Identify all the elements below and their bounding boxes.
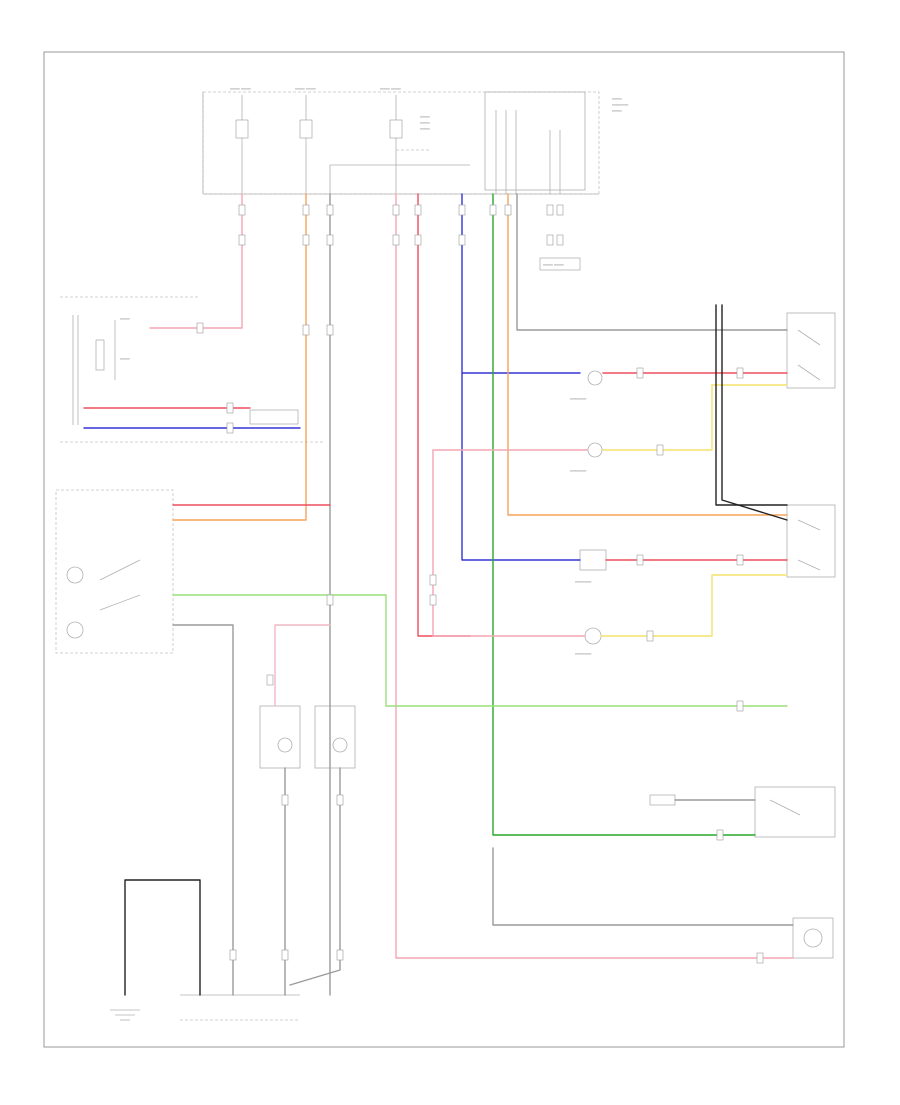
inline-connector-10 (458, 204, 466, 216)
inline-connector-29 (336, 949, 344, 961)
inline-connector-3 (302, 234, 310, 246)
wire-yellow-passenger-return (602, 384, 788, 451)
svg-text:═════: ═════ (574, 651, 592, 656)
wire-black-ground-passenger (715, 304, 788, 506)
inline-connector-36 (646, 630, 654, 642)
inline-connector-19 (226, 402, 234, 414)
svg-text:═══ ═══: ═══ ═══ (542, 262, 565, 267)
svg-text:═══: ═══ (419, 126, 431, 131)
inline-connector-5 (326, 234, 334, 246)
overhead-console (55, 489, 174, 654)
wire-orange-junction-drop (507, 193, 788, 516)
inline-connector-21 (302, 324, 310, 336)
svg-text:═══: ═══ (611, 96, 623, 101)
inline-connector-32 (636, 367, 644, 379)
inline-connector-26 (336, 794, 344, 806)
inline-connector-20 (226, 422, 234, 434)
inline-connector-11 (458, 234, 466, 246)
inline-connector-37 (656, 444, 664, 456)
inline-connector-16 (546, 234, 554, 246)
joint-connector (180, 994, 300, 1021)
passenger-door-switch (786, 312, 836, 389)
wire-gray-map-right-drop (289, 767, 341, 986)
inline-connector-17 (556, 234, 564, 246)
svg-text:═══ ═══: ═══ ═══ (379, 86, 402, 91)
wire-pink-fuse-to-cluster (149, 193, 243, 329)
map-lamp-left (259, 705, 301, 769)
inline-connector-35 (736, 554, 744, 566)
inline-connector-8 (414, 204, 422, 216)
svg-text:═══: ═══ (419, 120, 431, 125)
svg-text:═════: ═════ (569, 468, 587, 473)
inline-connector-12 (489, 204, 497, 216)
driver-room-lamp: ═════ (574, 627, 602, 656)
wire-harness (83, 193, 794, 996)
wire-pink-map-lamp-feed (274, 624, 331, 707)
inline-connector-34 (736, 367, 744, 379)
fuse-junction-box: ═══ ═══ ═══ ═══ ═══ ═══ ═══ ═════ ═══ ══… (202, 86, 629, 195)
inline-connector-33 (636, 554, 644, 566)
map-lamp-right (314, 705, 356, 769)
inline-connector-40 (756, 952, 764, 964)
inline-connector-23 (326, 594, 334, 606)
inline-connector-27 (229, 949, 237, 961)
wire-gray-overhead-return (172, 624, 234, 996)
inline-connector-22 (326, 324, 334, 336)
svg-text:═════: ═════ (574, 579, 592, 584)
inline-connector-18 (196, 322, 204, 334)
inline-connector-2 (302, 204, 310, 216)
inline-connector-39 (716, 829, 724, 841)
wire-gray-trunk-room (492, 847, 794, 926)
inline-connector-14 (546, 204, 554, 216)
inline-connector-9 (414, 234, 422, 246)
wire-gray-junction-drop (516, 193, 788, 331)
inline-connector-0 (238, 204, 246, 216)
wire-pink-room-feed (395, 193, 794, 959)
wire-yellow-driver-return (600, 574, 788, 637)
inline-connector-1 (238, 234, 246, 246)
passenger-room-lamp: ═════ (569, 442, 603, 473)
inline-connector-15 (556, 204, 564, 216)
fuse-box-branch-connector: ═══ ═══ (539, 257, 581, 271)
inline-connector-7 (392, 234, 400, 246)
svg-text:═══ ═══: ═══ ═══ (294, 86, 317, 91)
diagram-frame (43, 51, 845, 1048)
instrument-cluster: ═══ ═══ (60, 296, 325, 443)
svg-text:═══: ═══ (611, 108, 623, 113)
wire-black-ground-feed (124, 879, 201, 996)
trunk-room-lamp (792, 917, 834, 959)
wire-light-green-overhead (172, 594, 788, 707)
svg-text:═════: ═════ (569, 396, 587, 401)
svg-text:═══: ═══ (119, 356, 131, 361)
inline-connector-31 (429, 594, 437, 606)
svg-text:═══: ═══ (419, 114, 431, 119)
inline-connector-30 (429, 574, 437, 586)
inline-connector-38 (736, 700, 744, 712)
svg-text:═══: ═══ (119, 316, 131, 321)
passenger-courtesy-lamp: ═════ (569, 370, 603, 401)
wire-black-ground-driver (721, 304, 788, 521)
trunk-lid-latch (649, 786, 836, 838)
wire-blue-junction-drop (461, 193, 581, 561)
inline-connector-28 (281, 949, 289, 961)
inline-connector-24 (266, 674, 274, 686)
ground-point (110, 1009, 140, 1021)
driver-door-switch (786, 504, 836, 578)
inline-connector-25 (281, 794, 289, 806)
inline-connectors (196, 204, 764, 964)
wire-green-junction-drop (492, 193, 756, 836)
wire-pink-driver-room (432, 449, 586, 637)
driver-courtesy-lamp: ═════ (574, 549, 607, 584)
inline-connector-4 (326, 204, 334, 216)
svg-text:═════: ═════ (611, 102, 629, 107)
inline-connector-13 (504, 204, 512, 216)
svg-text:═══ ═══: ═══ ═══ (229, 86, 252, 91)
wire-orange-fuse-drop (172, 193, 307, 521)
inline-connector-6 (392, 204, 400, 216)
